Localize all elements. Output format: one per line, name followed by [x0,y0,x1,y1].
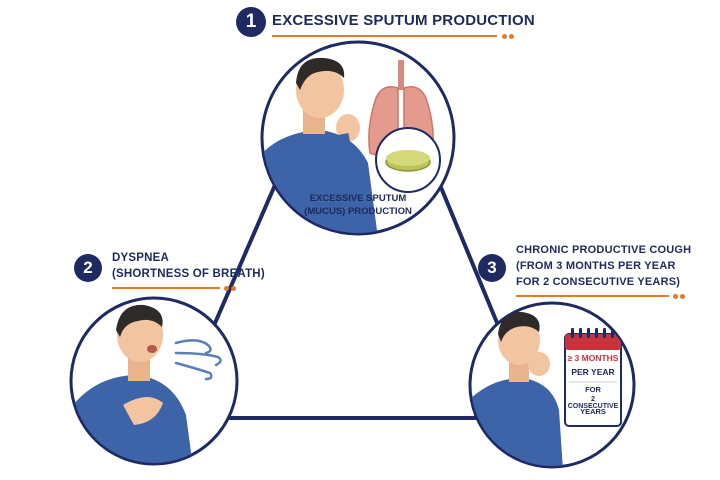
step-2-badge: 2 [74,254,102,282]
step-2-title-line2: (SHORTNESS OF BREATH) [112,268,265,280]
step-1-caption-line2: (MUCUS) PRODUCTION [304,206,412,217]
step-3-badge: 3 [478,254,506,282]
step-1-underline [272,35,497,37]
calendar-line5: YEARS [580,407,606,416]
step-3-title-line1: CHRONIC PRODUCTIVE COUGH [516,244,692,256]
calendar-line4: 2 CONSECUTIVE [567,396,619,410]
step-3-illustration [468,301,636,469]
step-1-caption-line1: EXCESSIVE SPUTUM [309,193,407,204]
step-2-illustration [69,296,239,466]
step-1-title: EXCESSIVE SPUTUM PRODUCTION [272,12,535,29]
calendar-line1: ≥ 3 MONTHS [567,353,619,363]
step-1-dot [502,34,507,39]
step-2-underline [112,287,220,289]
step-3-title-line2: (FROM 3 MONTHS PER YEAR [516,260,676,272]
breath-icon [174,339,222,381]
calendar-line3: FOR [585,385,601,394]
step-3-title-line3: FOR 2 CONSECUTIVE YEARS) [516,276,681,288]
step-2-dot [224,286,229,291]
step-1-dot [509,34,514,39]
step-1-illustration [260,40,456,236]
step-1-badge: 1 [236,7,266,37]
step-2-dot [231,286,236,291]
calendar-icon [564,328,622,427]
step-3-dot [680,294,685,299]
step-2-title-line1: DYSPNEA [112,252,169,264]
step-3-dot [673,294,678,299]
calendar-line2: PER YEAR [571,367,615,377]
sputum-dish-icon [375,127,441,193]
step-3-underline [516,295,669,297]
